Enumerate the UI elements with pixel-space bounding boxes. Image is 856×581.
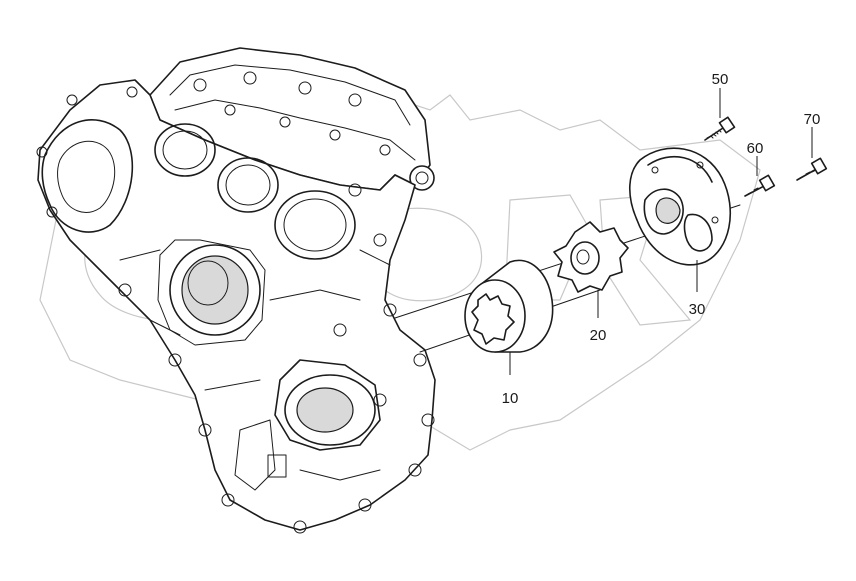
callout-50: 50	[712, 71, 729, 88]
pump-cover-plate	[628, 147, 732, 266]
callout-30: 30	[689, 301, 706, 318]
callout-70: 70	[804, 111, 821, 128]
callout-20: 20	[590, 327, 607, 344]
inner-rotor	[553, 221, 629, 293]
callout-10: 10	[502, 390, 519, 407]
bolt-50	[704, 116, 736, 141]
engine-front-cover	[36, 47, 436, 534]
bolt-70	[796, 157, 828, 181]
callout-60: 60	[747, 140, 764, 157]
outer-rotor	[464, 259, 554, 353]
bolt-60	[744, 174, 776, 197]
